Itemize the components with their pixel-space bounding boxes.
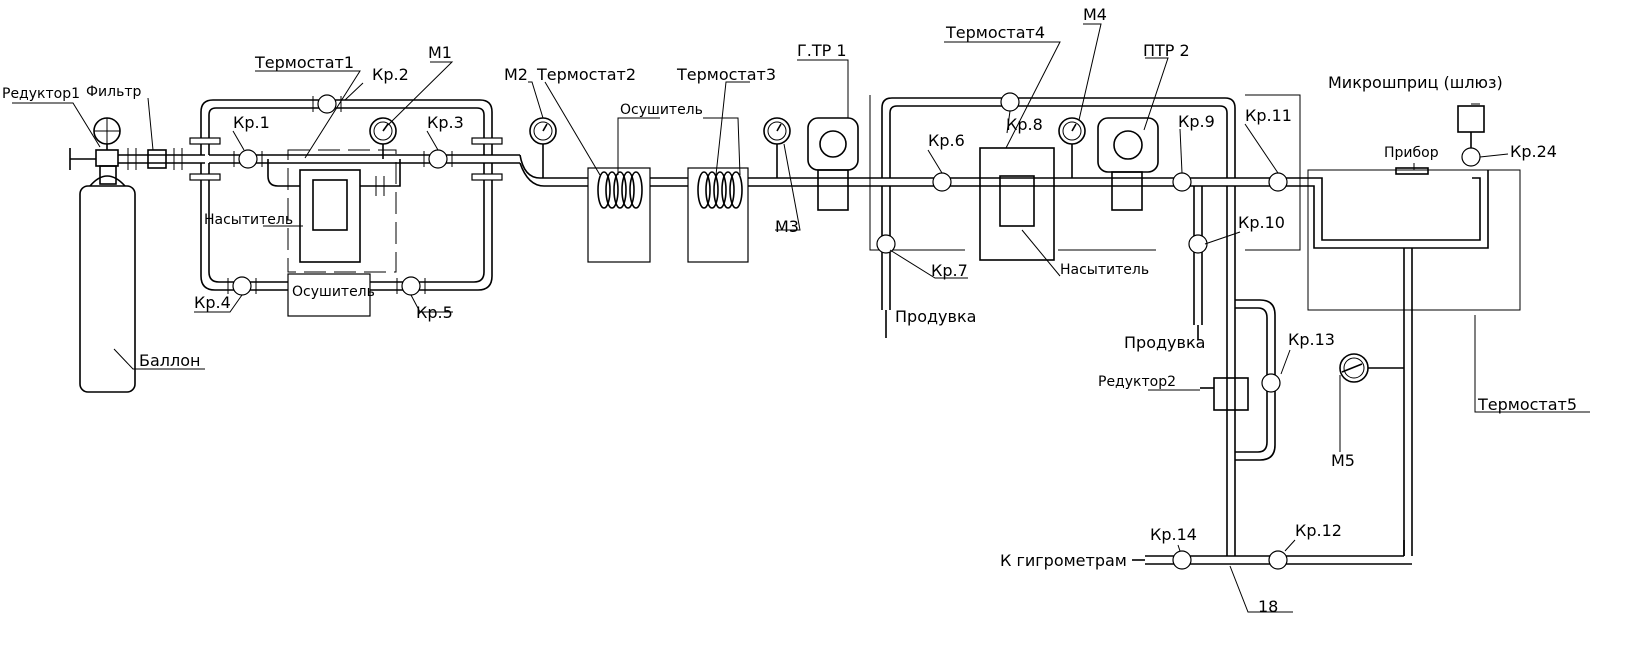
thermostat4-frames xyxy=(869,94,1301,261)
label-gtr1: Г.ТР 1 xyxy=(797,41,847,60)
label-ballon: Баллон xyxy=(139,351,200,370)
m1-gauge xyxy=(369,117,397,159)
label-kr11: Кр.11 xyxy=(1245,106,1292,125)
dryer-box-1 xyxy=(287,273,371,317)
kr8-valve xyxy=(1000,92,1020,112)
kr14-valve xyxy=(1172,550,1192,570)
main-pipe-right xyxy=(870,97,1300,556)
kr1-valve xyxy=(233,149,263,169)
label-reduktor2: Редуктор2 xyxy=(1098,374,1176,390)
leader-lines xyxy=(12,23,1590,613)
label-kr4: Кр.4 xyxy=(194,293,231,312)
label-termostat1: Термостат1 xyxy=(254,53,354,72)
label-produvka2: Продувка xyxy=(1124,333,1205,352)
label-kr2: Кр.2 xyxy=(372,65,409,84)
label-filtr: Фильтр xyxy=(86,84,142,100)
label-kr9: Кр.9 xyxy=(1178,112,1215,131)
kr5-valve xyxy=(396,276,426,296)
label-produvka1: Продувка xyxy=(895,307,976,326)
kr13-valve xyxy=(1261,373,1281,393)
label-nasytitel1: Насытитель xyxy=(204,212,293,228)
thermostat3-box xyxy=(687,167,749,263)
kr9-valve xyxy=(1172,172,1192,192)
m3-gauge xyxy=(763,117,791,178)
thermostat1-box xyxy=(267,149,401,273)
labels: Редуктор1 Фильтр Баллон Термостат1 Кр.2 … xyxy=(2,5,1577,616)
gtr1-device xyxy=(807,117,859,211)
reductor1 xyxy=(69,117,121,170)
label-m1: М1 xyxy=(428,43,452,62)
label-kr3: Кр.3 xyxy=(427,113,464,132)
m5-gauge xyxy=(1339,353,1404,383)
label-kr5: Кр.5 xyxy=(416,303,453,322)
label-termostat2: Термостат2 xyxy=(536,65,636,84)
label-kr24: Кр.24 xyxy=(1510,142,1557,161)
label-pribor: Прибор xyxy=(1384,145,1439,161)
thermostat5-box xyxy=(1300,169,1521,556)
kr12-valve xyxy=(1268,550,1288,570)
kr11-valve xyxy=(1268,172,1288,192)
label-termostat3: Термостат3 xyxy=(676,65,776,84)
pribor-device xyxy=(1395,167,1429,175)
label-termostat5: Термостат5 xyxy=(1477,395,1577,414)
label-reduktor1: Редуктор1 xyxy=(2,86,80,102)
m4-gauge xyxy=(1058,117,1086,178)
label-mikroshpric: Микрошприц (шлюз) xyxy=(1328,73,1503,92)
ptr2-device xyxy=(1097,117,1159,211)
kr6-valve xyxy=(932,172,952,192)
balloon xyxy=(79,165,136,393)
label-kr1: Кр.1 xyxy=(233,113,270,132)
label-m3: М3 xyxy=(775,217,799,236)
label-num18: 18 xyxy=(1258,597,1278,616)
label-osushitel-box: Осушитель xyxy=(292,284,375,300)
kr3-valve xyxy=(423,149,453,169)
m2-gauge xyxy=(529,117,557,178)
label-kr8: Кр.8 xyxy=(1006,115,1043,134)
label-kr13: Кр.13 xyxy=(1288,330,1335,349)
microsyringe xyxy=(1457,105,1485,148)
label-termostat4: Термостат4 xyxy=(945,23,1045,42)
kr7-valve xyxy=(876,234,896,254)
label-kr10: Кр.10 xyxy=(1238,213,1285,232)
filter xyxy=(147,149,167,169)
label-kr6: Кр.6 xyxy=(928,131,965,150)
kr4-valve xyxy=(227,276,257,296)
kr2-valve xyxy=(312,94,342,114)
main-pipe-left xyxy=(118,148,205,170)
label-kr12: Кр.12 xyxy=(1295,521,1342,540)
main-pipe-middle xyxy=(519,154,870,187)
label-kr7: Кр.7 xyxy=(931,261,968,280)
label-m4: М4 xyxy=(1083,5,1107,24)
label-nasytitel2: Насытитель xyxy=(1060,262,1149,278)
label-m2: М2 xyxy=(504,65,528,84)
kr10-valve xyxy=(1188,234,1208,254)
label-k-gigrometram: К гигрометрам xyxy=(1000,551,1127,570)
label-osushitel-coil: Осушитель xyxy=(620,102,703,118)
kr24-valve xyxy=(1461,147,1481,167)
label-kr14: Кр.14 xyxy=(1150,525,1197,544)
label-m5: М5 xyxy=(1331,451,1355,470)
label-ptr2: ПТР 2 xyxy=(1143,41,1190,60)
thermostat2-box xyxy=(587,167,651,263)
